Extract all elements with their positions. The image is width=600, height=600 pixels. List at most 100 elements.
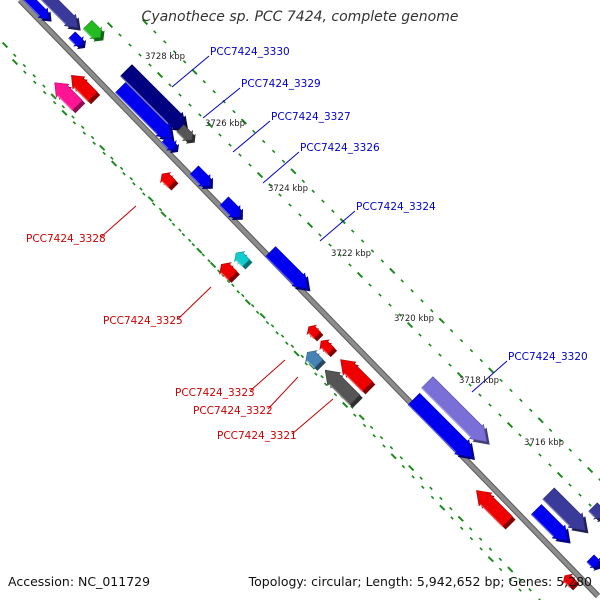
gene-arrow[interactable] [319,339,338,358]
gene-arrow[interactable] [219,262,240,283]
tick-mark [379,435,384,440]
tick-mark [306,221,314,229]
tick-mark [430,495,435,500]
gene-arrow-highlight [82,28,93,38]
gene-arrow-highlight [189,174,201,186]
tick-mark [82,131,87,135]
tick-mark [450,516,454,520]
tick-mark [421,485,425,489]
tick-mark [320,374,324,379]
gene-arrow[interactable] [23,0,52,22]
gene-label-reverse[interactable]: PCC7424_3322 [193,405,273,417]
gene-arrow[interactable] [160,172,179,191]
gene-arrow-face [219,196,241,218]
gene-arrow[interactable] [586,554,600,572]
tick-mark [508,577,513,582]
tick-mark [281,159,286,164]
tick-mark [478,537,483,541]
tick-mark [212,89,216,94]
gene-arrow[interactable] [176,124,196,144]
tick-mark [389,267,396,275]
gene-arrow[interactable] [219,196,243,220]
tick-mark [248,163,252,167]
gene-label-forward[interactable]: PCC7424_3320 [508,351,588,363]
gene-arrow[interactable] [562,573,580,591]
gene-label-reverse[interactable]: PCC7424_3323 [175,387,255,399]
tick-mark [33,80,37,85]
tick-mark [479,358,484,363]
tick-mark [518,433,522,437]
tick-mark [241,293,245,298]
tick-mark [498,413,502,417]
tick-mark [469,536,474,541]
gene-arrow-highlight [531,513,555,538]
gene-label-reverse[interactable]: PCC7424_3325 [103,315,183,327]
gene-arrow-highlight [328,383,351,406]
gene-arrow[interactable] [161,135,180,154]
tick-mark [99,144,106,151]
gene-arrow[interactable] [265,246,311,292]
gene-arrow[interactable] [324,369,363,408]
gene-arrow[interactable] [306,324,324,342]
tick-mark [61,104,66,109]
tick-mark [469,348,474,353]
gene-arrow[interactable] [542,487,589,534]
tick-mark [102,151,106,156]
tick-mark [358,414,365,421]
gene-arrow[interactable] [189,165,213,189]
gene-arrow[interactable] [68,31,87,50]
gene-label-forward[interactable]: PCC7424_3330 [210,46,290,58]
genome-backbone [18,0,600,598]
gene-arrow-face [189,165,211,187]
gene-arrow[interactable] [120,64,189,133]
gene-arrow[interactable] [531,504,571,544]
gene-label-forward[interactable]: PCC7424_3327 [271,111,351,123]
tick-mark [348,263,352,267]
gene-arrow-highlight [588,510,596,519]
tick-mark [285,341,289,345]
gene-arrow[interactable] [305,350,326,371]
tick-mark [163,40,167,44]
gene-arrow[interactable] [340,359,376,395]
tick-mark [362,423,367,428]
gene-label-forward[interactable]: PCC7424_3326 [300,142,380,154]
gene-label-forward[interactable]: PCC7424_3324 [356,201,436,213]
gene-label-reverse[interactable]: PCC7424_3321 [217,430,297,442]
gene-label-forward[interactable]: PCC7424_3329 [241,78,321,90]
gene-arrow[interactable] [82,19,105,42]
gene-arrow[interactable] [407,392,475,460]
gene-arrow[interactable] [476,490,516,530]
tick-mark [156,71,164,79]
tick-mark [252,129,256,134]
tick-mark [187,238,192,243]
gene-arrow[interactable] [234,251,253,270]
tick-mark [548,428,553,432]
tick-mark [191,242,196,247]
tick-mark [328,243,332,247]
gene-label-leader [267,376,299,410]
tick-mark [202,79,207,84]
tick-mark [439,504,446,511]
genome-summary-label: Topology: circular; Length: 5,942,652 bp… [248,574,592,589]
tick-mark [280,334,285,338]
tick-mark [301,179,306,184]
tick-mark [389,445,394,450]
gene-arrow[interactable] [38,0,81,31]
gene-label-reverse[interactable]: PCC7424_3328 [26,233,106,245]
gene-label-leader [249,359,286,392]
gene-arrow[interactable] [71,75,101,105]
gene-arrow[interactable] [421,376,490,445]
tick-mark [459,526,464,531]
gene-arrow[interactable] [54,82,86,114]
tick-mark [323,382,328,387]
tick-mark [448,363,452,367]
tick-mark [139,187,143,191]
tick-mark [438,353,442,357]
tick-mark [255,310,260,315]
gene-arrow-highlight [407,404,457,453]
gene-arrow[interactable] [115,82,175,142]
gene-arrow[interactable] [588,502,600,523]
tick-mark [128,43,132,47]
gene-arrow-highlight [115,92,159,135]
tick-mark [275,331,279,335]
